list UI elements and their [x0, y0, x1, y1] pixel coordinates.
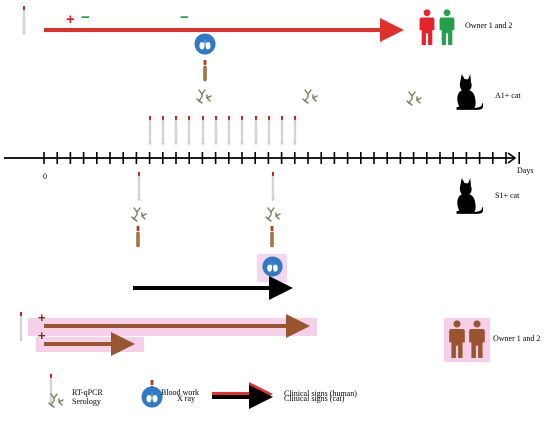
rtqpcr-tube-icon [227, 116, 231, 145]
legend-blood-work-label: Blood work [161, 388, 199, 397]
blood-work-tube-icon [270, 226, 274, 248]
rtqpcr-tube-icon [137, 172, 141, 201]
minus-sign: − [180, 9, 189, 26]
owners-bottom-row [19, 312, 490, 362]
a1-cat-row [196, 60, 483, 110]
rtqpcr-tube-icon [174, 116, 178, 145]
timeline-axis [4, 152, 521, 164]
legend-xray-label: X ray [177, 394, 195, 403]
a1-cat-label: A1+ cat [495, 91, 521, 100]
rtqpcr-tube-icon [280, 116, 284, 145]
plus-sign: + [38, 328, 46, 343]
rtqpcr-tube-icon [19, 312, 23, 341]
owners-top-row [22, 6, 455, 55]
timeline-arrowhead [507, 152, 517, 164]
rtqpcr-tube-icon [240, 116, 244, 145]
xray-icon [194, 33, 216, 55]
s1-cat-row [131, 172, 483, 300]
owner-2-green-icon [439, 9, 455, 45]
rtqpcr-tube-icon [214, 116, 218, 145]
owners-bottom-label: Owner 1 and 2 [493, 334, 541, 343]
serology-icon [265, 207, 281, 222]
plus-sign: + [38, 310, 46, 325]
rtqpcr-tube-icon [254, 116, 258, 145]
serology-icon [406, 91, 422, 106]
owner-1-red-icon [419, 9, 435, 45]
blood-work-tube-icon [203, 60, 207, 82]
legend [48, 374, 273, 409]
legend-rtqpcr-tube-icon [49, 374, 53, 403]
s1-cat-label: S1+ cat [495, 191, 520, 200]
rtqpcr-tube-icon [201, 116, 205, 145]
rtqpcr-tube-icon [148, 116, 152, 145]
plus-sign: + [66, 11, 75, 28]
legend-rtqpcr-label: RT-qPCR [72, 388, 103, 397]
timeline-zero-label: 0 [43, 172, 47, 181]
rtqpcr-sampling-series [148, 116, 297, 145]
rtqpcr-tube-icon [293, 116, 297, 145]
legend-human-signs-label: Clinical signs (human) [284, 389, 357, 398]
rtqpcr-tube-icon [271, 172, 275, 201]
serology-icon [131, 207, 147, 222]
xray-icon [262, 256, 283, 277]
rtqpcr-tube-icon [187, 116, 191, 145]
legend-xray-icon [141, 386, 163, 408]
legend-serology-label: Serology [72, 397, 101, 406]
blood-work-tube-icon [136, 226, 140, 248]
owners-top-label: Owner 1 and 2 [465, 21, 513, 30]
cat-s1-icon [456, 178, 483, 214]
rtqpcr-tube-icon [161, 116, 165, 145]
legend-cat-signs-label: Clinical signs (cat) [284, 394, 345, 403]
cat-a1-icon [456, 74, 483, 110]
serology-icon [302, 89, 318, 104]
rtqpcr-tube-icon [267, 116, 271, 145]
serology-icon [196, 89, 212, 104]
minus-sign: − [81, 9, 90, 26]
rtqpcr-tube-icon [22, 6, 26, 35]
timeline-unit-label: Days [517, 166, 534, 175]
